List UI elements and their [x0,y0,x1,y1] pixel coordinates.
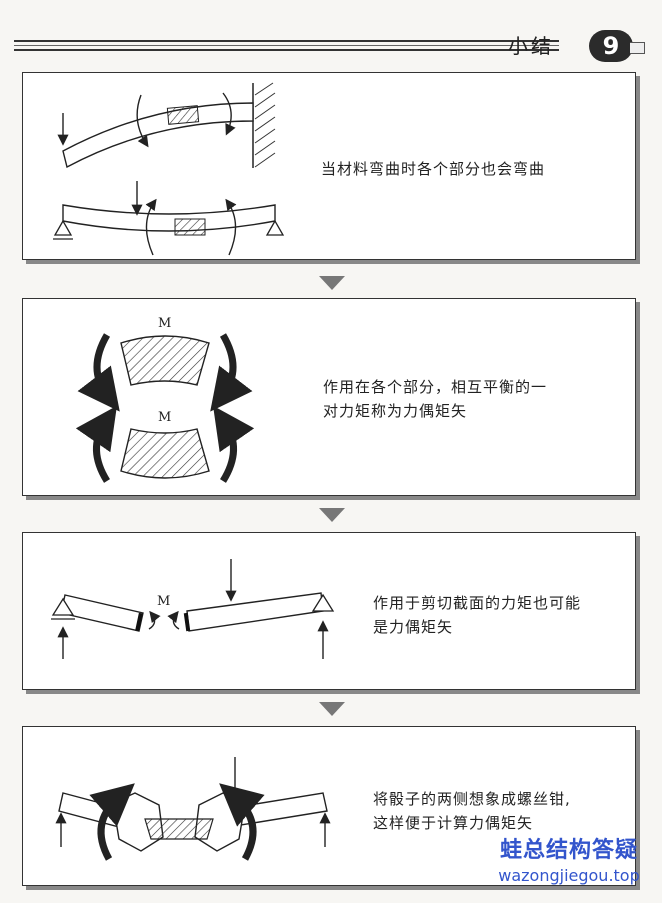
beam-left-piece [60,594,144,632]
moment-arrow-icon [148,610,161,630]
moment-arrow-icon [219,783,265,861]
simple-beam-hatched-section [174,218,206,236]
die-hatched-section [144,818,214,840]
moment-arrow-icon [225,198,237,256]
header-rules [14,40,559,54]
watermark: 蛙总结构答疑 wazongjiegou.top [480,832,658,885]
watermark-name: 蛙总结构答疑 [499,838,638,863]
caption-shear-section: 作用于剪切截面的力矩也可能 是力偶矩矢 [373,594,582,636]
moment-arrow-icon [222,92,236,136]
beam-right-piece [186,592,324,632]
flow-arrow-down-icon [319,508,345,522]
simple-beam [62,204,276,232]
panel-bending: 当材料弯曲时各个部分也会弯曲 [22,72,636,260]
cantilever-hatched-section [166,105,200,125]
caption-vise: 将骰子的两侧想象成螺丝钳, 这样便于计算力偶矩矢 [373,790,571,832]
section-header: 小结 9 [14,30,645,66]
panel-vise: 将骰子的两侧想象成螺丝钳, 这样便于计算力偶矩矢 [22,726,636,886]
cantilever-beam [62,102,254,169]
support-triangle [53,219,73,236]
caption-couple-moment: 作用在各个部分，相互平衡的一 对力矩称为力偶矩矢 [323,378,548,420]
moment-arrow-icon [210,333,253,412]
panel-couple-moment: M M 作用在各个部分，相互平衡的一 对力矩称为力偶矩矢 [22,298,636,496]
shear-section-illustration: M [51,559,335,659]
moment-arrow-icon [167,610,180,630]
segment-upper [120,335,210,386]
moment-label: M [158,410,171,425]
header-tab [630,42,645,54]
caption-bending: 当材料弯曲时各个部分也会弯曲 [321,160,546,178]
chapter-badge: 9 [589,30,633,62]
moment-arrow-icon [77,333,120,412]
support-triangle [51,597,75,616]
watermark-url[interactable]: wazongjiegou.top [498,866,640,885]
support-triangle [311,593,335,612]
moment-label: M [158,316,171,331]
support-triangle [265,219,285,236]
moment-label: M [157,594,170,609]
vise-illustration [55,757,331,861]
segment-lower [120,428,210,479]
moment-arrow-icon [145,198,157,256]
moment-arrow-icon [89,783,135,861]
flow-arrow-down-icon [319,702,345,716]
moment-arrow-icon [213,405,255,483]
panel-shear-section: M 作用于剪切截面的力矩也可能 是力偶矩矢 [22,532,636,690]
bending-illustration [53,82,285,256]
moment-arrow-icon [75,405,117,483]
wall [252,82,276,168]
flow-arrow-down-icon [319,276,345,290]
couple-moment-illustration: M M [75,316,255,483]
header-title: 小结 [508,34,554,58]
moment-arrow-icon [136,94,149,148]
